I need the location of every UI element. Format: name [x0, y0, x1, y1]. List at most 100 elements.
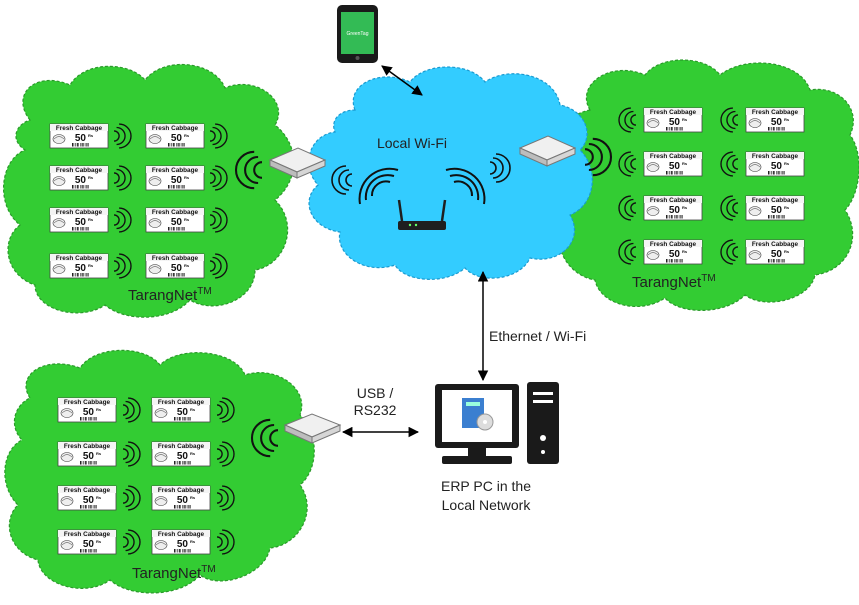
tag-unit: Rs [682, 117, 688, 122]
tag-title: Fresh Cabbage [152, 255, 199, 262]
tag-unit: Rs [184, 133, 190, 138]
tag-title: Fresh Cabbage [56, 125, 103, 132]
tag-unit: Rs [190, 539, 196, 544]
tag-title: Fresh Cabbage [158, 399, 205, 406]
tag-price: 50 [83, 451, 95, 462]
tag-title: Fresh Cabbage [56, 167, 103, 174]
wifi-signal-icon [113, 253, 132, 279]
wifi-signal-icon [209, 165, 228, 191]
tag-price: 50 [75, 217, 87, 228]
tag-unit: Rs [88, 133, 94, 138]
tag-title: Fresh Cabbage [650, 153, 697, 160]
tag-price: 50 [771, 117, 783, 128]
tag-price: 50 [669, 161, 681, 172]
usb-label-line2: RS232 [354, 402, 397, 418]
tag-unit: Rs [784, 205, 790, 210]
wifi-signal-icon [209, 253, 228, 279]
tag-unit: Rs [184, 263, 190, 268]
tarangnet-cloud-bottom-left [4, 349, 315, 594]
tag-unit: Rs [88, 263, 94, 268]
tag-unit: Rs [96, 495, 102, 500]
tag-price: 50 [171, 217, 183, 228]
tag-unit: Rs [190, 407, 196, 412]
tag-unit: Rs [784, 249, 790, 254]
tag-title: Fresh Cabbage [650, 241, 697, 248]
wifi-signal-icon [618, 107, 637, 133]
tag-title: Fresh Cabbage [152, 209, 199, 216]
tag-price: 50 [83, 407, 95, 418]
tag-price: 50 [177, 539, 189, 550]
tag-unit: Rs [184, 175, 190, 180]
tag-unit: Rs [784, 117, 790, 122]
tag-title: Fresh Cabbage [650, 109, 697, 116]
tag-title: Fresh Cabbage [158, 531, 205, 538]
local-wifi-cloud [308, 66, 593, 280]
tarangnet-mark: TM [197, 286, 211, 297]
tag-price: 50 [83, 495, 95, 506]
wifi-signal-icon [113, 207, 132, 233]
wifi-signal-icon [216, 397, 235, 423]
tag-price: 50 [75, 133, 87, 144]
tag-price: 50 [669, 117, 681, 128]
tag-title: Fresh Cabbage [152, 167, 199, 174]
tag-title: Fresh Cabbage [64, 531, 111, 538]
tag-price: 50 [669, 205, 681, 216]
tag-title: Fresh Cabbage [56, 209, 103, 216]
tag-title: Fresh Cabbage [752, 197, 799, 204]
tag-unit: Rs [784, 161, 790, 166]
tag-unit: Rs [96, 451, 102, 456]
tag-title: Fresh Cabbage [752, 109, 799, 116]
gateway-icon [268, 147, 327, 179]
tag-unit: Rs [682, 205, 688, 210]
tag-price: 50 [171, 175, 183, 186]
wifi-signal-icon [331, 153, 511, 205]
tag-price: 50 [171, 263, 183, 274]
tag-unit: Rs [682, 249, 688, 254]
local-wifi-label: Local Wi-Fi [377, 135, 447, 151]
tag-unit: Rs [682, 161, 688, 166]
wifi-signal-icon [122, 485, 141, 511]
wifi-signal-icon [618, 151, 637, 177]
tag-title: Fresh Cabbage [64, 487, 111, 494]
tag-unit: Rs [96, 407, 102, 412]
phone-screen-label: GreenTag [347, 31, 369, 37]
tag-title: Fresh Cabbage [64, 399, 111, 406]
tarangnet-label-top-right: TarangNetTM [632, 273, 716, 291]
wifi-signal-icon [122, 441, 141, 467]
router-icon [397, 199, 447, 230]
ethernet-wifi-label: Ethernet / Wi-Fi [489, 328, 586, 344]
tarangnet-name: TarangNet [132, 565, 202, 582]
gateway-icon [283, 413, 342, 444]
gateway-icon [518, 135, 577, 167]
tag-title: Fresh Cabbage [752, 241, 799, 248]
tag-unit: Rs [184, 217, 190, 222]
wifi-signal-icon [720, 151, 739, 177]
tag-unit: Rs [190, 495, 196, 500]
wifi-signal-icon [216, 529, 235, 555]
tag-price: 50 [771, 161, 783, 172]
